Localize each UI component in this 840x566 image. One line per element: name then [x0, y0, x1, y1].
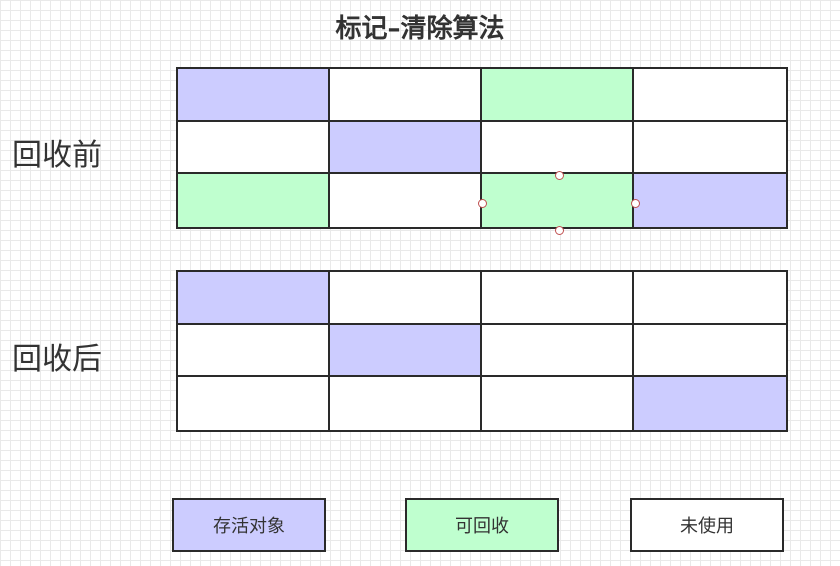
- after-cell-unused[interactable]: [482, 272, 634, 325]
- after-cell-unused[interactable]: [634, 324, 786, 378]
- before-cell-reclaim[interactable]: [178, 174, 330, 227]
- memory-grid-after: [176, 270, 788, 432]
- legend-live-label: 存活对象: [213, 516, 285, 537]
- legend-unused: 未使用: [630, 498, 784, 552]
- before-cell-unused[interactable]: [482, 121, 634, 175]
- before-cell-live[interactable]: [634, 174, 786, 227]
- before-cell-reclaim[interactable]: [482, 174, 634, 227]
- after-label: 回收后: [12, 342, 102, 377]
- after-cell-unused[interactable]: [482, 324, 634, 378]
- after-cell-unused[interactable]: [482, 377, 634, 430]
- memory-grid-before: [176, 67, 788, 229]
- after-cell-unused[interactable]: [178, 377, 330, 430]
- before-cell-unused[interactable]: [330, 174, 482, 227]
- before-cell-unused[interactable]: [330, 69, 482, 122]
- before-cell-live[interactable]: [330, 121, 482, 175]
- selection-handle-left[interactable]: [478, 199, 487, 208]
- after-cell-unused[interactable]: [330, 377, 482, 430]
- after-cell-live[interactable]: [634, 377, 786, 430]
- before-cell-unused[interactable]: [634, 69, 786, 122]
- before-cell-live[interactable]: [178, 69, 330, 122]
- selection-handle-bottom[interactable]: [555, 226, 564, 235]
- before-cell-unused[interactable]: [634, 121, 786, 175]
- after-cell-unused[interactable]: [634, 272, 786, 325]
- diagram-title: 标记–清除算法: [335, 14, 505, 44]
- after-cell-live[interactable]: [178, 272, 330, 325]
- after-cell-live[interactable]: [330, 324, 482, 378]
- selection-handle-right[interactable]: [631, 199, 640, 208]
- legend-reclaimable: 可回收: [405, 498, 559, 552]
- after-cell-unused[interactable]: [330, 272, 482, 325]
- legend-reclaimable-label: 可回收: [455, 516, 509, 537]
- before-cell-unused[interactable]: [178, 121, 330, 175]
- before-label: 回收前: [12, 138, 102, 173]
- after-cell-unused[interactable]: [178, 324, 330, 378]
- before-cell-reclaim[interactable]: [482, 69, 634, 122]
- legend-live-objects: 存活对象: [172, 498, 326, 552]
- selection-handle-top[interactable]: [555, 171, 564, 180]
- legend-unused-label: 未使用: [680, 516, 734, 537]
